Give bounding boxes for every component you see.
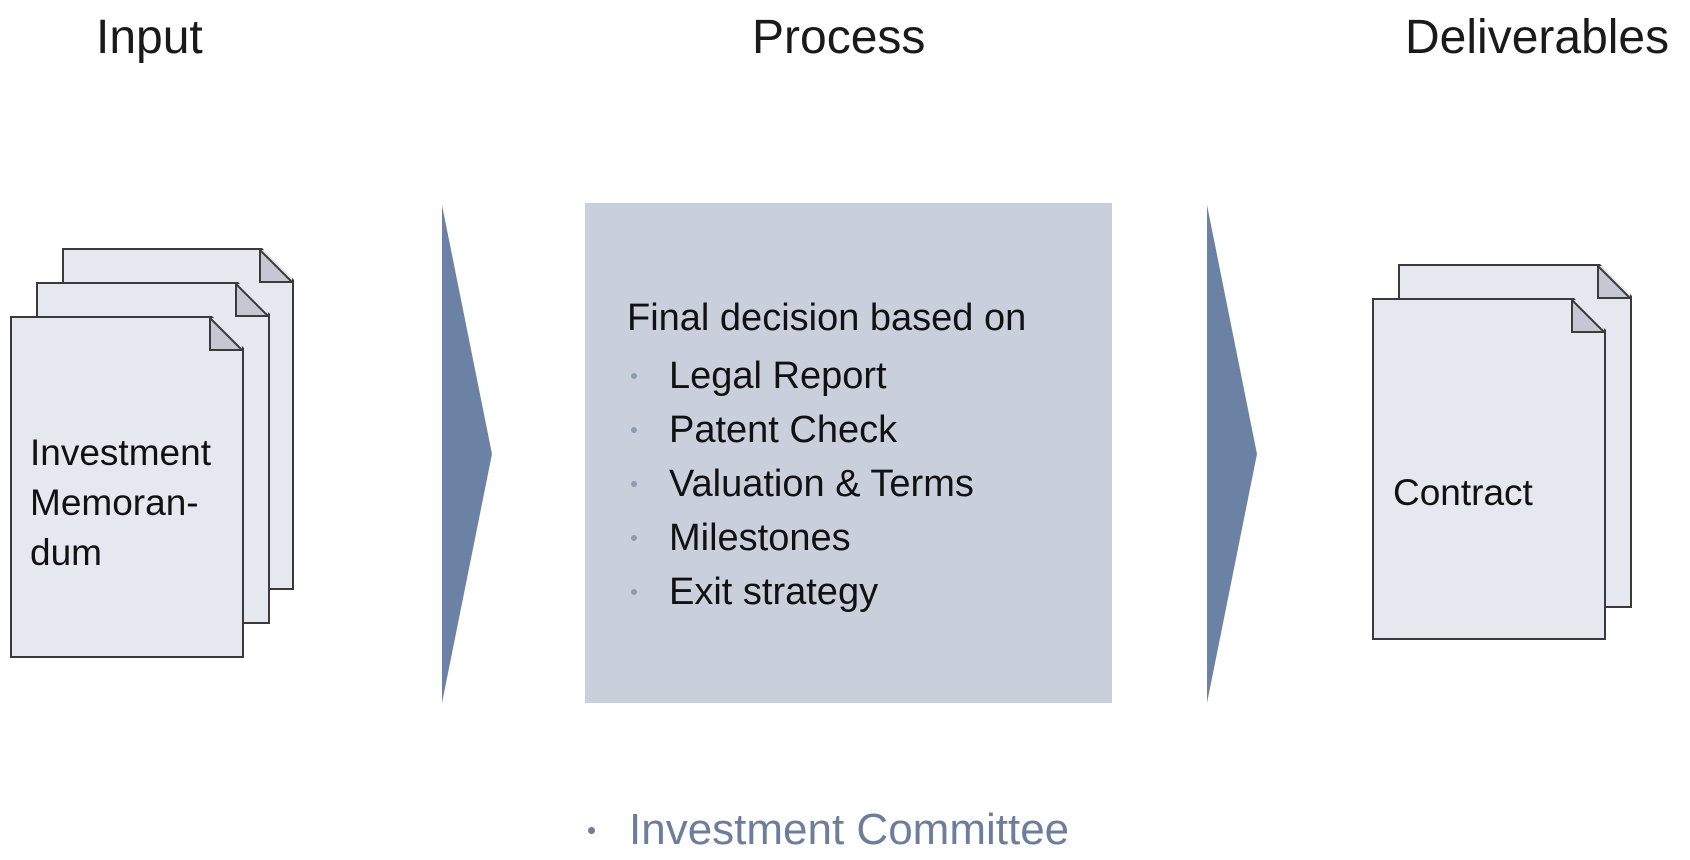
document-page-front: Contract: [1372, 298, 1606, 640]
list-item: Legal Report: [627, 349, 974, 403]
list-item-label: Valuation & Terms: [669, 463, 974, 505]
input-heading: Input: [96, 11, 203, 64]
page-fold-icon: [1570, 300, 1604, 334]
list-item: Exit strategy: [627, 565, 974, 619]
document-page-front: Investment Memoran- dum: [10, 316, 244, 658]
page-fold-icon: [1596, 266, 1630, 300]
process-box: Final decision based on Legal Report Pat…: [585, 203, 1112, 703]
input-document-label: Investment Memoran- dum: [30, 428, 211, 578]
bullet-icon: [631, 427, 637, 433]
deliverable-document-label: Contract: [1393, 472, 1533, 513]
process-heading: Process: [752, 11, 926, 64]
list-item-label: Exit strategy: [669, 571, 879, 613]
list-item: Milestones: [627, 511, 974, 565]
list-item-label: Legal Report: [669, 355, 887, 397]
list-item-label: Milestones: [669, 517, 851, 559]
deliverables-heading: Deliverables: [1405, 11, 1670, 64]
list-item-label: Patent Check: [669, 409, 898, 451]
list-item: Valuation & Terms: [627, 457, 974, 511]
process-criteria-list: Legal Report Patent Check Valuation & Te…: [627, 349, 974, 619]
input-document-line: Investment: [30, 432, 211, 473]
input-document-line: Memoran-: [30, 482, 199, 523]
page-fold-icon: [234, 284, 268, 318]
investment-committee-label: Investment Committee: [629, 805, 1070, 854]
bullet-icon: [631, 481, 637, 487]
flow-arrow-icon: [442, 205, 492, 703]
bullet-icon: [588, 826, 595, 834]
bullet-icon: [631, 373, 637, 379]
page-fold-icon: [208, 318, 242, 352]
process-intro: Final decision based on: [627, 297, 1027, 339]
list-item: Patent Check: [627, 403, 974, 457]
bullet-icon: [631, 535, 637, 541]
flow-arrow-icon: [1207, 205, 1257, 703]
page-fold-icon: [258, 250, 292, 284]
bullet-icon: [631, 589, 637, 595]
investment-committee-note: Investment Committee: [588, 800, 1069, 860]
input-document-line: dum: [30, 532, 102, 573]
